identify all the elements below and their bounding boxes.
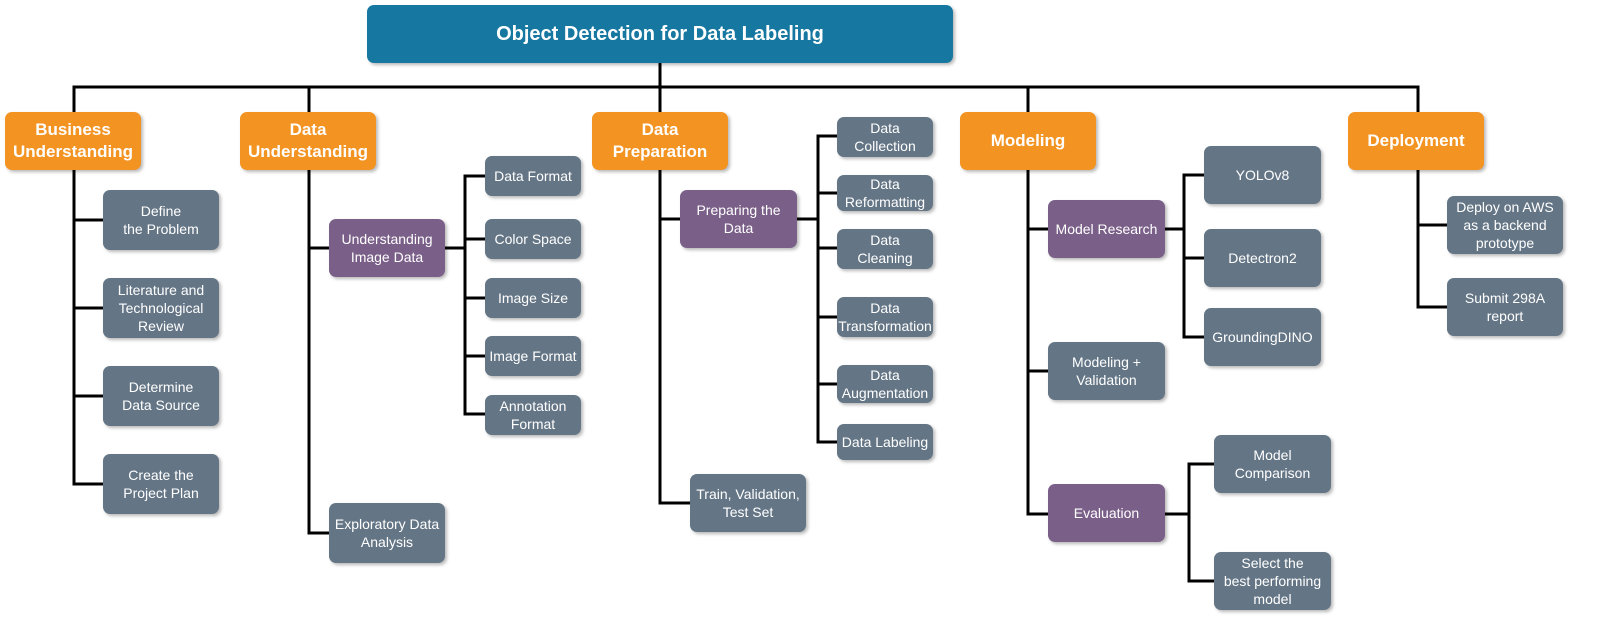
task-define-the-problem: Define the Problem — [103, 190, 219, 250]
task-data-collection: Data Collection — [837, 117, 933, 157]
phase-modeling: Modeling — [960, 112, 1096, 170]
subgroup-evaluation: Evaluation — [1048, 484, 1165, 542]
subgroup-preparing-the-data: Preparing the Data — [680, 190, 797, 248]
task-data-cleaning: Data Cleaning — [837, 229, 933, 269]
task-train-validation-test-set: Train, Validation, Test Set — [690, 474, 806, 532]
task-modeling-validation: Modeling + Validation — [1048, 342, 1165, 400]
subgroup-understanding-image-data: Understanding Image Data — [329, 219, 445, 277]
task-literature-review: Literature and Technological Review — [103, 278, 219, 338]
model-groundingdino: GroundingDINO — [1204, 308, 1321, 366]
task-data-format: Data Format — [485, 156, 581, 196]
phase-business-understanding: Business Understanding — [5, 112, 141, 170]
task-data-augmentation: Data Augmentation — [837, 365, 933, 403]
subgroup-model-research: Model Research — [1048, 200, 1165, 258]
phase-data-preparation: Data Preparation — [592, 112, 728, 170]
model-yolov8: YOLOv8 — [1204, 146, 1321, 204]
phase-deployment: Deployment — [1348, 112, 1484, 170]
diagram-title: Object Detection for Data Labeling — [367, 5, 953, 63]
task-deploy-on-aws: Deploy on AWS as a backend prototype — [1447, 196, 1563, 254]
task-data-reformatting: Data Reformatting — [837, 175, 933, 211]
task-exploratory-data-analysis: Exploratory Data Analysis — [329, 503, 445, 563]
task-determine-data-source: Determine Data Source — [103, 366, 219, 426]
task-data-labeling: Data Labeling — [837, 424, 933, 460]
task-image-format: Image Format — [485, 336, 581, 376]
task-annotation-format: Annotation Format — [485, 395, 581, 435]
task-select-best-model: Select the best performing model — [1214, 552, 1331, 610]
task-color-space: Color Space — [485, 219, 581, 259]
task-model-comparison: Model Comparison — [1214, 435, 1331, 493]
phase-data-understanding: Data Understanding — [240, 112, 376, 170]
model-detectron2: Detectron2 — [1204, 229, 1321, 287]
task-image-size: Image Size — [485, 278, 581, 318]
task-create-project-plan: Create the Project Plan — [103, 454, 219, 514]
task-submit-report: Submit 298A report — [1447, 278, 1563, 336]
task-data-transformation: Data Transformation — [837, 297, 933, 337]
